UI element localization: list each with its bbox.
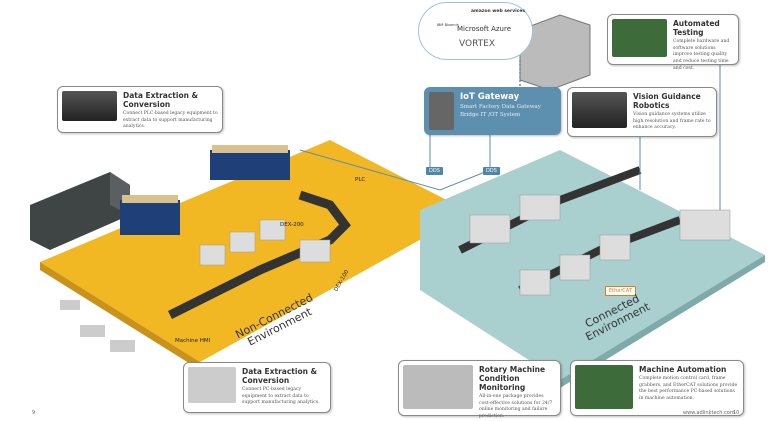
callout-text: Smart Factory Data Gateway Bridge IT /OT…	[460, 104, 541, 118]
callout-title: Data Extraction & Conversion	[242, 367, 318, 385]
callout-text: Complete hardware and software solutions…	[673, 39, 730, 71]
dds-tag: DDS	[426, 167, 443, 175]
callout-title: Vision Guidance Robotics	[633, 92, 701, 110]
device-image	[572, 92, 627, 128]
cloud-services: IBM Bluemix amazon web services Microsof…	[418, 2, 533, 60]
machine-hmi-label: Machine HMI	[175, 338, 211, 344]
conveyor-left	[167, 190, 351, 320]
dds-tag: DDS	[483, 167, 500, 175]
monitor-image	[403, 365, 473, 409]
callout-title: Rotary Machine Condition Monitoring	[479, 365, 546, 392]
website-url: www.adlinktech.com	[683, 410, 735, 416]
dex200-label: DEX-200	[280, 222, 304, 228]
racks	[120, 150, 290, 235]
page-number-left: 9	[32, 410, 36, 416]
plc-label: PLC	[355, 177, 366, 183]
card-image	[575, 365, 633, 409]
callout-text: Complete motion control card, frame grab…	[639, 376, 738, 401]
truck	[30, 172, 130, 250]
device-image	[62, 91, 117, 121]
page-number-right: 10	[733, 410, 740, 416]
callout-text: Connect PC-based legacy equipment to ext…	[242, 387, 320, 406]
callout-text: Connect PLC-based legacy equipment to ex…	[123, 111, 218, 130]
ibm-bluemix-logo: IBM Bluemix	[437, 23, 459, 27]
callout-text: Vision guidance systems utilize high res…	[633, 112, 711, 131]
vortex-logo: VORTEX	[459, 39, 496, 49]
ethercat-tag: EtherCAT	[605, 286, 636, 296]
machines	[199, 194, 731, 296]
card-image	[612, 19, 667, 57]
callout-text: All-in-one package provides cost-effecti…	[479, 394, 553, 419]
device-image	[188, 367, 236, 403]
aws-logo: amazon web services	[471, 9, 526, 14]
callout-title: Data Extraction & Conversion	[123, 91, 199, 109]
carts	[60, 300, 135, 352]
connected-platform	[420, 150, 765, 380]
azure-logo: Microsoft Azure	[457, 25, 512, 33]
gateway-image	[429, 92, 454, 130]
callout-title: Automated Testing	[673, 19, 720, 37]
callout-title: IoT Gateway	[460, 92, 520, 102]
callout-title: Machine Automation	[639, 365, 727, 374]
